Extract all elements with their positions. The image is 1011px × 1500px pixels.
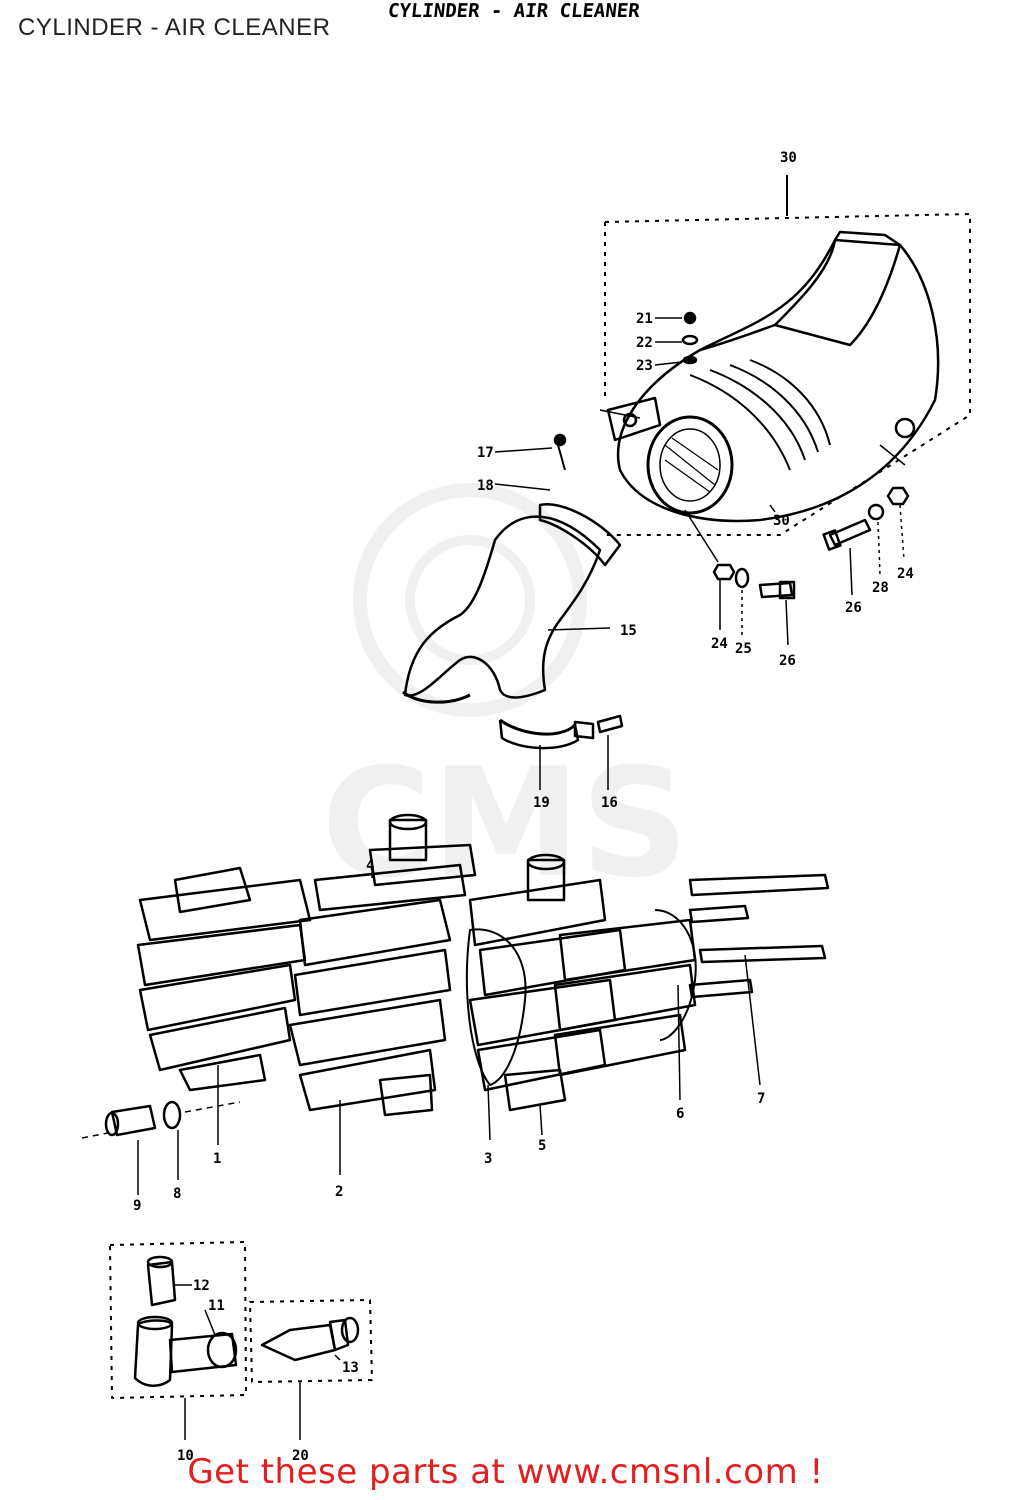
page-title: CYLINDER - AIR CLEANER [18, 14, 331, 41]
callout-10: 10 [177, 1448, 194, 1464]
callout-18: 18 [477, 478, 494, 494]
callout-2: 2 [335, 1184, 343, 1200]
cylinder-block [81, 813, 830, 1195]
footer-parts-link[interactable]: Get these parts at www.cmsnl.com ! [187, 1452, 824, 1492]
callout-23: 22 [636, 335, 653, 351]
watermark-text: CMS [321, 737, 688, 911]
plug-cap-group [109, 1241, 373, 1440]
callout-17: 17 [477, 445, 494, 461]
callout-28: 28 [872, 580, 889, 596]
air-cleaner-assembly [599, 175, 971, 646]
callout-6: 6 [676, 1106, 684, 1122]
callout-3: 3 [484, 1151, 492, 1167]
callout-7: 7 [757, 1091, 765, 1107]
callout-11: 11 [208, 1298, 225, 1314]
callout-30-top: 30 [780, 150, 797, 166]
callout-12: 12 [193, 1278, 210, 1294]
callout-labels: 30 21 22 23 17 18 30 24 28 26 15 24 25 2… [133, 150, 914, 1464]
callout-25: 24 [711, 636, 728, 652]
callout-9: 9 [133, 1198, 141, 1214]
callout-5: 5 [538, 1138, 546, 1154]
callout-27-right: 26 [845, 600, 862, 616]
callout-24: 23 [636, 358, 653, 374]
watermark-logo: CMS [321, 483, 689, 911]
callout-25-right: 24 [897, 566, 914, 582]
callout-4: 4 [366, 858, 374, 874]
callout-30: 30 [773, 513, 790, 529]
callout-26: 25 [735, 641, 752, 657]
callout-1: 1 [213, 1151, 221, 1167]
callout-22: 21 [636, 311, 653, 327]
intake-hose [402, 433, 624, 790]
callout-16: 16 [601, 795, 618, 811]
callout-27: 26 [779, 653, 796, 669]
callout-19: 19 [533, 795, 550, 811]
callout-15: 15 [620, 623, 637, 639]
callout-13: 13 [342, 1360, 359, 1376]
callout-8: 8 [173, 1186, 181, 1202]
callout-20: 20 [292, 1448, 309, 1464]
